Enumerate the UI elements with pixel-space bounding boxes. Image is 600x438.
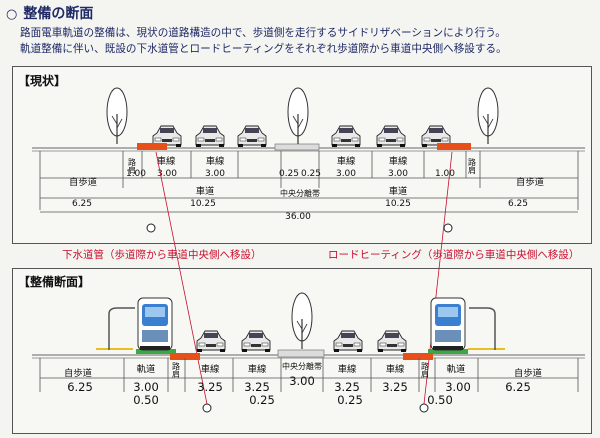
current-sidewalk-right-label: 自歩道 <box>516 176 544 188</box>
planned-dim-median: 3.00 <box>289 374 315 388</box>
circle-marker-icon: ○ <box>6 7 18 22</box>
current-pipe-right <box>437 143 471 150</box>
planned-dim-lane1: 3.25 <box>197 380 223 394</box>
planned-zone-dividers <box>39 358 579 392</box>
section-title: 整備の断面 <box>23 6 94 22</box>
heating-callout-label: ロードヒーティング（歩道際から車道中央側へ移設） <box>328 249 580 261</box>
current-dim-shoulder-right: 1.00 <box>435 169 455 179</box>
planned-median-label: 中央分離帯 <box>282 361 322 371</box>
current-road-right-label: 車道 <box>389 185 408 197</box>
planned-pipe-left <box>170 353 200 360</box>
planned-section-title: 【整備断面】 <box>18 275 91 289</box>
planned-sidewalk-right-label: 自歩道 <box>514 367 542 379</box>
planned-sewer-marker-icon <box>202 403 212 413</box>
sewer-pipe-marker-icon <box>146 223 156 233</box>
section-heading: ○ 整備の断面 <box>6 3 93 23</box>
current-dim-road-left: 10.25 <box>190 199 216 209</box>
sewer-callout-label: 下水道管（歩道際から車道中央側へ移設） <box>62 249 262 261</box>
planned-heating-marker-icon <box>419 403 429 413</box>
current-dim-median-a: 0.25 <box>279 169 299 179</box>
current-dim-sidewalk-right: 6.25 <box>508 199 528 209</box>
current-sidewalk-left-label: 自歩道 <box>69 176 97 188</box>
tree-icon <box>291 292 313 350</box>
planned-dim-lane4: 3.25 <box>382 380 408 394</box>
planned-dim-shoulder-right: 0.50 <box>427 393 453 407</box>
current-lane3-label: 車線 <box>337 155 356 167</box>
current-shoulder-right-label: 路肩 <box>468 157 477 175</box>
current-lane4-label: 車線 <box>389 155 408 167</box>
planned-dim-sidewalk-right: 6.25 <box>505 380 531 394</box>
current-dim-shoulder-left: 1.00 <box>126 169 146 179</box>
current-road-surface <box>32 143 585 152</box>
planned-shoulder-right-label: 路肩 <box>421 361 430 379</box>
current-section-title: 【現状】 <box>18 74 67 88</box>
planned-dim-lane2: 3.25 <box>244 380 270 394</box>
planned-pipe-right <box>403 353 433 360</box>
current-dim-lane2: 3.00 <box>205 169 225 179</box>
description-line-2: 軌道整備に伴い、既設の下水道管とロードヒーティングをそれぞれ歩道際から車道中央側… <box>20 43 507 55</box>
current-zone-dividers <box>39 151 579 210</box>
heating-pipe-marker-icon <box>443 223 453 233</box>
current-median-label: 中央分離帯 <box>280 188 320 198</box>
planned-dim-shoulder-right-b: 0.25 <box>337 393 363 407</box>
current-shoulder-left-label: 路肩 <box>128 157 137 175</box>
planned-lane1-label: 車線 <box>201 363 220 375</box>
planned-dim-track-left: 3.00 <box>133 380 159 394</box>
planned-road-surface <box>32 348 585 359</box>
current-dim-lane4: 3.00 <box>388 169 408 179</box>
current-dim-lane3: 3.00 <box>336 169 356 179</box>
planned-dim-track-right: 3.00 <box>445 380 471 394</box>
catenary-pole-icon <box>108 307 496 350</box>
current-dim-median-b: 0.25 <box>301 169 321 179</box>
planned-sidewalk-left-label: 自歩道 <box>64 367 92 379</box>
current-dim-lane1: 3.00 <box>157 169 177 179</box>
current-lane2-label: 車線 <box>206 155 225 167</box>
planned-dim-sidewalk-left: 6.25 <box>67 380 93 394</box>
description-line-1: 路面電車軌道の整備は、現状の道路構造の中で、歩道側を走行するサイドリザベーション… <box>20 27 506 39</box>
current-pipe-left <box>137 143 167 150</box>
planned-dim-shoulder-left: 0.50 <box>133 393 159 407</box>
planned-lane4-label: 車線 <box>386 363 405 375</box>
planned-shoulder-left-label: 路肩 <box>172 361 181 379</box>
current-dim-total: 36.00 <box>285 212 311 222</box>
planned-dim-lane3: 3.25 <box>334 380 360 394</box>
current-road-left-label: 車道 <box>196 185 215 197</box>
planned-track-left-label: 軌道 <box>137 363 156 375</box>
current-dim-sidewalk-left: 6.25 <box>72 199 92 209</box>
current-lane1-label: 車線 <box>157 155 176 167</box>
callout-connectors <box>155 151 453 405</box>
planned-lane2-label: 車線 <box>248 363 267 375</box>
planned-track-right-label: 軌道 <box>447 363 466 375</box>
current-dim-road-right: 10.25 <box>385 199 411 209</box>
planned-dim-shoulder-left-b: 0.25 <box>249 393 275 407</box>
planned-lane3-label: 車線 <box>338 363 357 375</box>
